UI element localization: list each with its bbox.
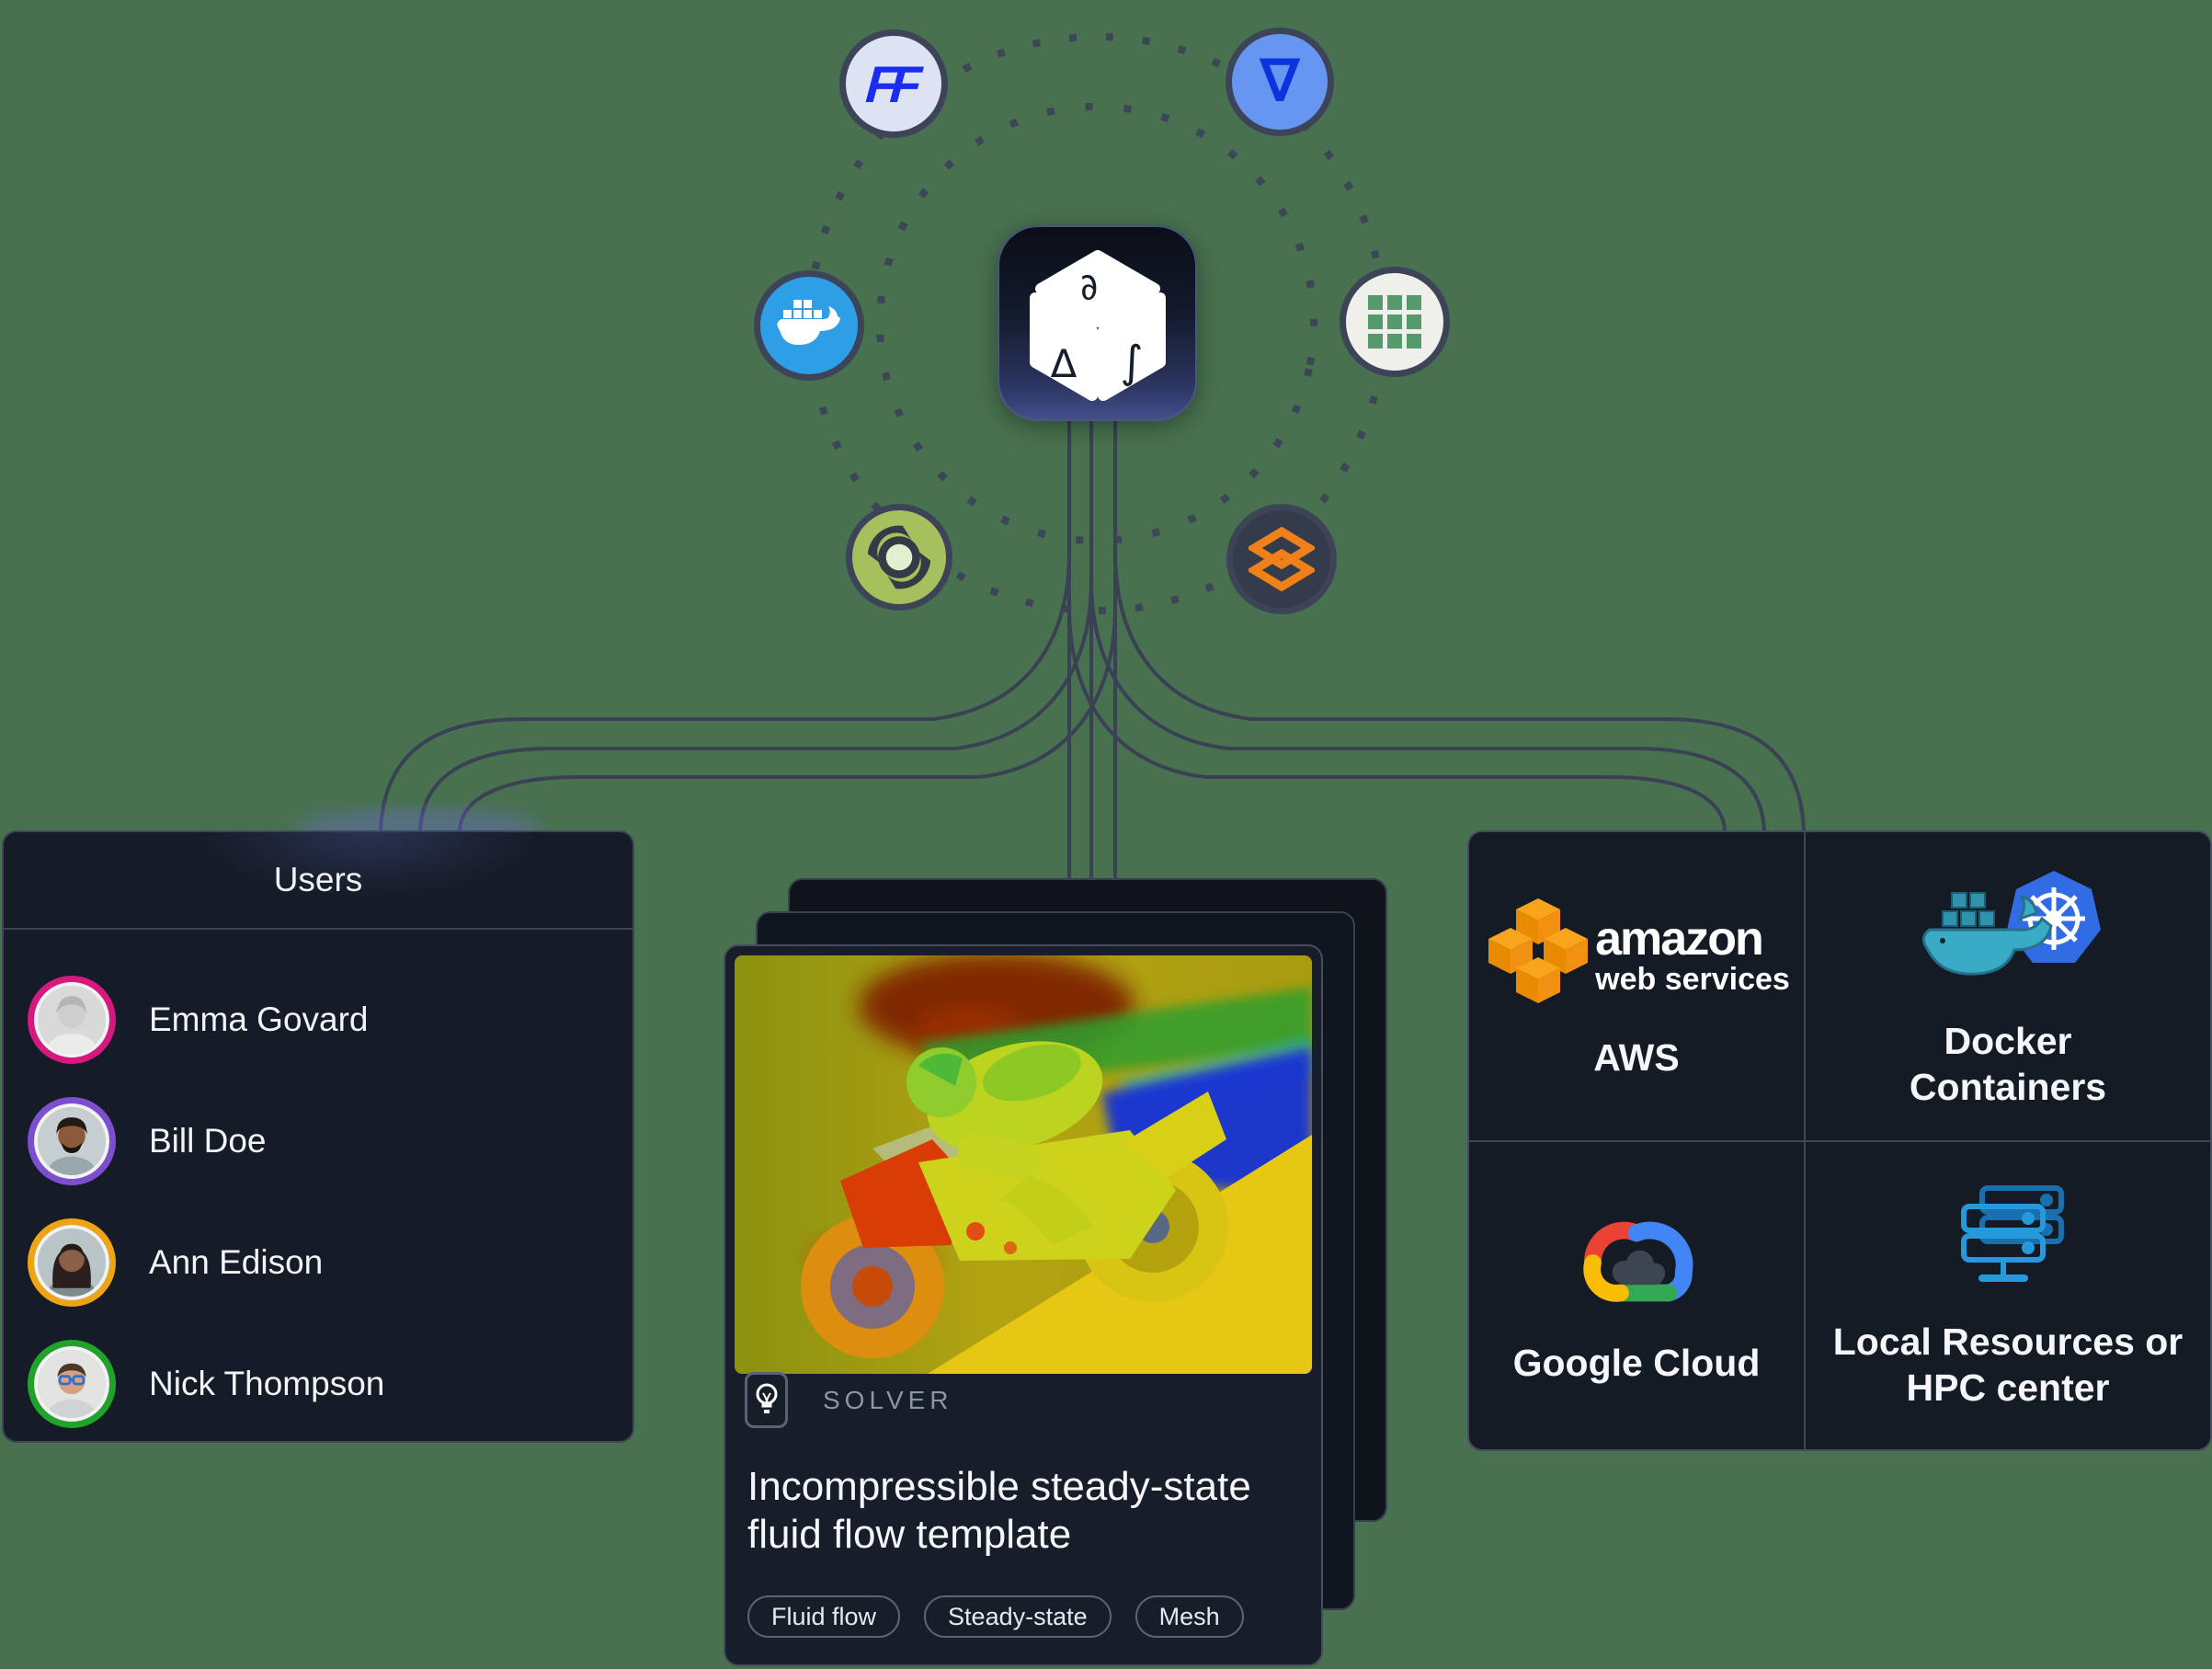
aws-boxes-icon [1488, 898, 1589, 1004]
ff-logo-text: FF [863, 54, 917, 113]
swirl-glyph [867, 525, 931, 589]
user-row-bill[interactable]: Bill Doe [4, 1080, 633, 1202]
providers-panel: amazon web services AWS [1467, 830, 2212, 1451]
docker-icon[interactable] [754, 270, 864, 381]
google-cloud-icon [1583, 1221, 1693, 1302]
aws-logo-text: amazon web services [1595, 915, 1790, 997]
solver-tags: Fluid flow Steady-state Mesh [747, 1595, 1244, 1638]
tag-mesh[interactable]: Mesh [1135, 1595, 1244, 1638]
stack-glyph [1249, 526, 1315, 592]
tag-fluid-flow[interactable]: Fluid flow [747, 1595, 901, 1638]
solver-card[interactable]: SOLVER Incompressible steady-state fluid… [724, 944, 1323, 1666]
provider-label-local-resources: Local Resources or HPC center [1832, 1320, 2183, 1409]
avatar [28, 1340, 116, 1428]
ff-logo-icon[interactable]: FF [839, 29, 948, 138]
users-panel: Users Emma Govard Bill Doe [2, 830, 634, 1443]
avatar-photo [34, 1346, 109, 1422]
aws-logo-line1: amazon [1595, 912, 1764, 966]
aws-logo: amazon web services [1483, 891, 1790, 1011]
provider-cell-local-resources[interactable]: Local Resources or HPC center [1806, 1141, 2210, 1449]
avatar [28, 976, 116, 1064]
user-row-nick[interactable]: Nick Thompson [4, 1323, 633, 1445]
avatar-photo [34, 982, 109, 1057]
cfd-simulation-image [735, 955, 1312, 1374]
user-name: Ann Edison [149, 1243, 324, 1281]
nabla-glyph: ∇ [1260, 50, 1299, 113]
user-list: Emma Govard Bill Doe Ann Edison [4, 930, 633, 1445]
users-panel-title: Users [4, 832, 633, 930]
app-grid-icon[interactable] [1340, 267, 1450, 377]
user-name: Bill Doe [149, 1122, 267, 1160]
solver-card-title: Incompressible steady-state fluid flow t… [747, 1464, 1251, 1557]
user-row-ann[interactable]: Ann Edison [4, 1202, 633, 1323]
user-row-emma[interactable]: Emma Govard [4, 959, 633, 1080]
layers-stack-icon[interactable] [1226, 504, 1337, 614]
math-cube-glyph: ∂ Δ ∫ [1029, 249, 1166, 401]
provider-label-google-cloud: Google Cloud [1512, 1341, 1761, 1384]
provider-cell-aws[interactable]: amazon web services AWS [1469, 832, 1804, 1140]
docker-kubernetes-icon [1922, 871, 2101, 976]
avatar-photo [34, 1103, 109, 1179]
user-name: Emma Govard [149, 1000, 369, 1038]
swirl-icon[interactable] [846, 504, 952, 611]
tag-steady-state[interactable]: Steady-state [924, 1595, 1112, 1638]
hub-symbol-left: Δ [1050, 341, 1077, 386]
aws-logo-line2: web services [1595, 962, 1790, 998]
grid-glyph [1368, 295, 1421, 349]
user-name: Nick Thompson [149, 1365, 385, 1402]
solver-badge-row: SOLVER [745, 1372, 953, 1428]
avatar [28, 1097, 116, 1185]
math-cube-logo[interactable]: ∂ Δ ∫ [998, 225, 1197, 421]
server-stack-icon [1961, 1184, 2064, 1282]
provider-cell-docker-containers[interactable]: Docker Containers [1806, 832, 2210, 1140]
provider-cell-google-cloud[interactable]: Google Cloud [1469, 1141, 1804, 1449]
solver-type-label: SOLVER [823, 1385, 953, 1414]
provider-label-aws: AWS [1593, 1036, 1680, 1080]
hub-symbol-right: ∫ [1120, 337, 1143, 388]
provider-label-docker-containers: Docker Containers [1909, 1020, 2107, 1109]
avatar [28, 1218, 116, 1307]
lightbulb-icon [745, 1372, 788, 1428]
docker-whale-glyph [777, 300, 840, 346]
avatar-photo [34, 1225, 109, 1300]
nabla-icon[interactable]: ∇ [1226, 28, 1334, 136]
